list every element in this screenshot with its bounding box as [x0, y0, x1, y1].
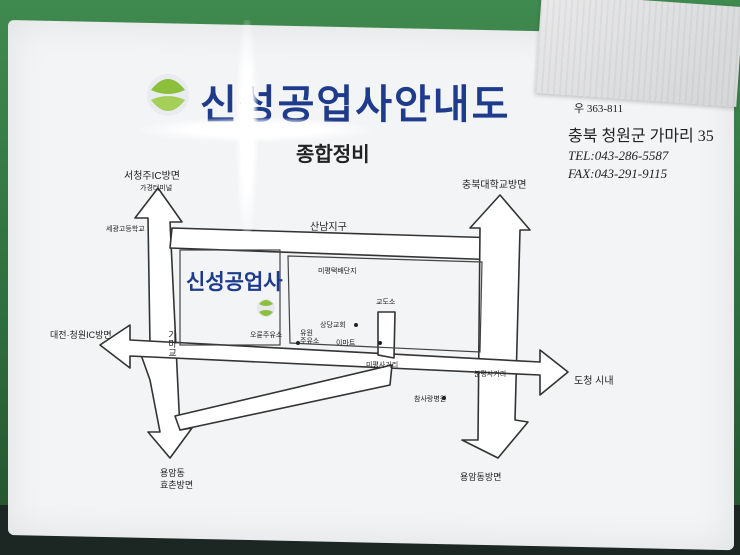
label-south-west: 용암동 — [160, 468, 185, 478]
label-hospital: 참사랑병원 — [414, 396, 447, 403]
label-south-west-sub: 효촌방면 — [160, 480, 194, 490]
label-north-west-sub: 가경터미널 — [140, 185, 173, 192]
fax: FAX:043-291-9115 — [568, 166, 668, 181]
label-miryeong-complex: 미평택배단지 — [318, 268, 357, 275]
church-dot — [354, 323, 358, 327]
label-sannam: 산남지구 — [310, 222, 347, 233]
road-prison — [377, 311, 396, 359]
label-school: 세광고등학교 — [106, 226, 145, 233]
address: 충북 청원군 가마리 35 — [568, 128, 714, 145]
label-miryeong-cross: 미평사거리 — [366, 362, 399, 369]
label-prison: 교도소 — [376, 299, 396, 306]
gas-station-dot — [296, 341, 300, 345]
sign-subtitle: 종합정비 — [296, 144, 370, 166]
company-logo-icon — [147, 74, 189, 116]
label-emart: 이마트 — [336, 340, 356, 347]
light-glare-horizontal — [140, 118, 370, 142]
label-north-west: 서청주IC방면 — [124, 171, 180, 182]
tel: TEL:043-286-5587 — [568, 148, 669, 163]
label-gamagyo: 가마교 — [167, 330, 177, 357]
contact-block: 우 363-811 충북 청원군 가마리 35 TEL:043-286-5587… — [568, 100, 714, 182]
map-logo-icon — [257, 299, 275, 317]
road-middle — [99, 324, 569, 396]
tape-paper — [534, 0, 740, 107]
business-name: 신성공업사 — [186, 271, 283, 294]
label-east: 도청 시내 — [574, 376, 614, 387]
zip-code: 우 363-811 — [574, 103, 624, 115]
label-gas2-sub: 주유소 — [300, 338, 320, 345]
label-south-east: 용암동방면 — [460, 472, 502, 482]
road-east-vertical — [461, 194, 531, 459]
label-west: 대전·청원IC방면 — [50, 330, 112, 340]
label-bunpyeong-cross: 분평사거리 — [474, 371, 507, 378]
label-gas2: 유원 — [300, 330, 313, 337]
block-left — [179, 249, 281, 346]
emart-dot — [378, 341, 382, 345]
label-north-east: 충북대학교방면 — [462, 180, 527, 191]
block-right — [287, 255, 483, 353]
label-church: 상당교회 — [320, 322, 346, 329]
label-gas-station: 오륜주유소 — [250, 332, 283, 339]
road-diagonal — [174, 364, 393, 431]
hospital-dot — [442, 396, 446, 400]
